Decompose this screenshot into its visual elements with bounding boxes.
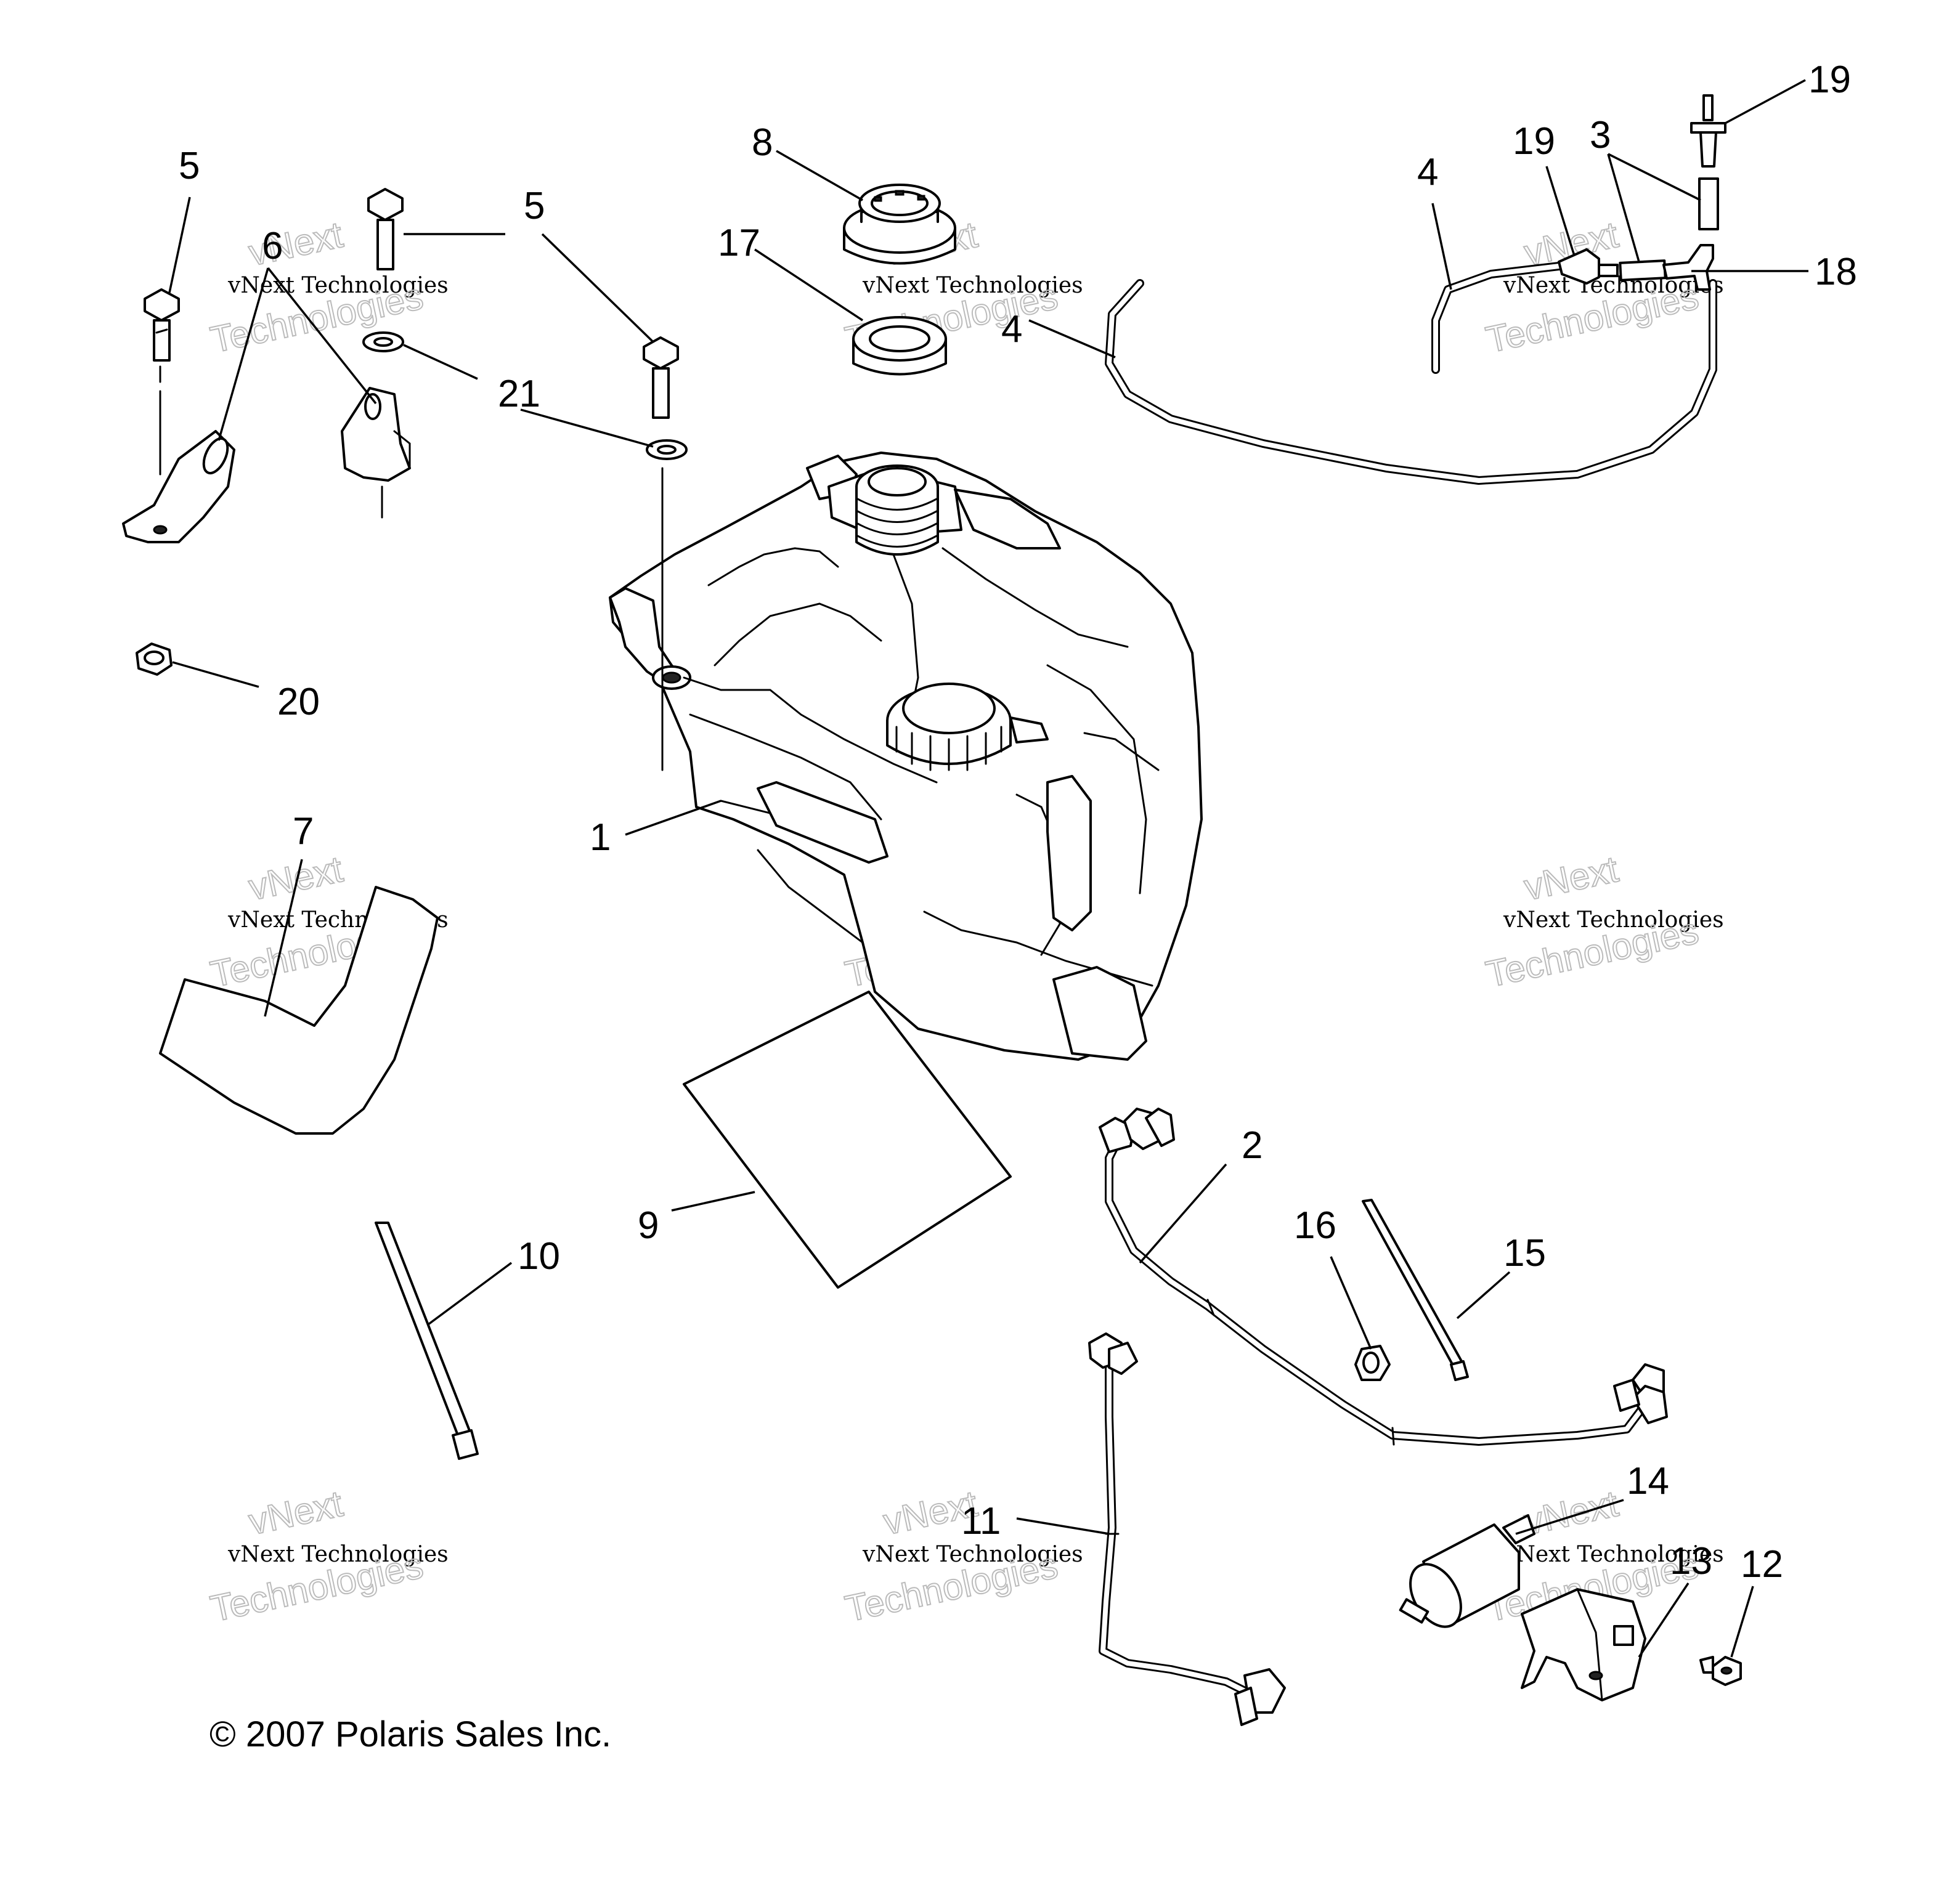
fuel-filter	[1399, 1514, 1535, 1628]
callout-label: 17	[718, 222, 760, 264]
svg-text:vNext Technologies: vNext Technologies	[862, 1542, 1083, 1567]
callout-label: 10	[518, 1235, 560, 1278]
fuel-cap	[843, 184, 956, 265]
svg-text:vNext Technologies: vNext Technologies	[862, 273, 1083, 298]
mounting-bracket	[122, 390, 235, 543]
svg-text:vNext Technologies: vNext Technologies	[227, 1542, 449, 1567]
callout-label: 19	[1808, 59, 1851, 101]
cable-tie	[1362, 1199, 1469, 1381]
watermark: vNext vNext Technologies Technologies	[206, 213, 449, 361]
cap-gasket	[852, 316, 947, 376]
bolt	[367, 188, 404, 270]
screw	[1699, 1656, 1742, 1686]
fuel-line	[1099, 1108, 1668, 1446]
callout-label: 9	[638, 1204, 659, 1247]
callout-labels: 1 2 3 4 4 5 5 6 7 8 9 10 11 12 13 14 15 …	[179, 59, 1857, 1586]
copyright-notice: © 2007 Polaris Sales Inc.	[209, 1714, 611, 1754]
svg-text:vNext: vNext	[1521, 848, 1622, 908]
nut	[136, 642, 173, 676]
vent-tube-pieces	[1619, 177, 1719, 282]
watermark: vNext vNext Technologies Technologies	[206, 1482, 449, 1630]
callout-label: 19	[1513, 120, 1555, 163]
callout-label: 11	[961, 1500, 1001, 1542]
svg-text:vNext Technologies: vNext Technologies	[227, 273, 449, 298]
callout-label: 8	[752, 121, 773, 164]
svg-text:vNext: vNext	[245, 214, 346, 274]
bolt	[643, 336, 679, 419]
check-valve	[1558, 248, 1619, 285]
mounting-bracket	[341, 387, 411, 519]
tank-pad-sheet	[683, 991, 1012, 1289]
watermark: vNext vNext Technologies Technologies	[1482, 848, 1724, 995]
callout-label: 14	[1627, 1460, 1669, 1502]
callout-label: 20	[277, 681, 320, 723]
callout-label: 15	[1503, 1232, 1546, 1275]
fuel-line	[1088, 1332, 1286, 1726]
grommet	[1354, 1345, 1391, 1381]
check-valve	[1690, 94, 1726, 168]
washer	[362, 331, 404, 352]
callout-label: 6	[262, 225, 283, 267]
svg-text:vNext Technologies: vNext Technologies	[1503, 907, 1724, 933]
callout-label: 1	[590, 816, 611, 859]
fuel-tank	[609, 452, 1203, 1061]
svg-text:vNext: vNext	[245, 1483, 346, 1542]
callout-label: 2	[1242, 1124, 1263, 1167]
callout-label: 7	[293, 810, 314, 853]
svg-text:vNext: vNext	[245, 848, 346, 908]
callout-label: 3	[1590, 114, 1611, 156]
svg-text:vNext: vNext	[1521, 1483, 1622, 1542]
svg-text:vNext Technologies: vNext Technologies	[1503, 1542, 1724, 1567]
callout-label: 4	[1001, 308, 1022, 351]
vent-hose	[1105, 262, 1717, 485]
callout-label: 21	[498, 373, 540, 415]
callout-label: 18	[1815, 251, 1857, 293]
heat-shield-pad	[159, 886, 439, 1135]
washer	[646, 439, 688, 771]
callout-label: 16	[1294, 1204, 1336, 1247]
bolt	[144, 288, 180, 383]
cable-tie	[375, 1222, 479, 1460]
callout-label: 5	[179, 145, 200, 187]
callout-label: 13	[1670, 1540, 1712, 1583]
filter-bracket	[1521, 1588, 1646, 1701]
callout-label: 4	[1417, 151, 1438, 193]
callout-label: 12	[1741, 1543, 1783, 1586]
callout-label: 5	[524, 185, 545, 227]
leader-lines	[168, 79, 1808, 1658]
watermark: vNext vNext Technologies Technologies	[1482, 213, 1724, 361]
